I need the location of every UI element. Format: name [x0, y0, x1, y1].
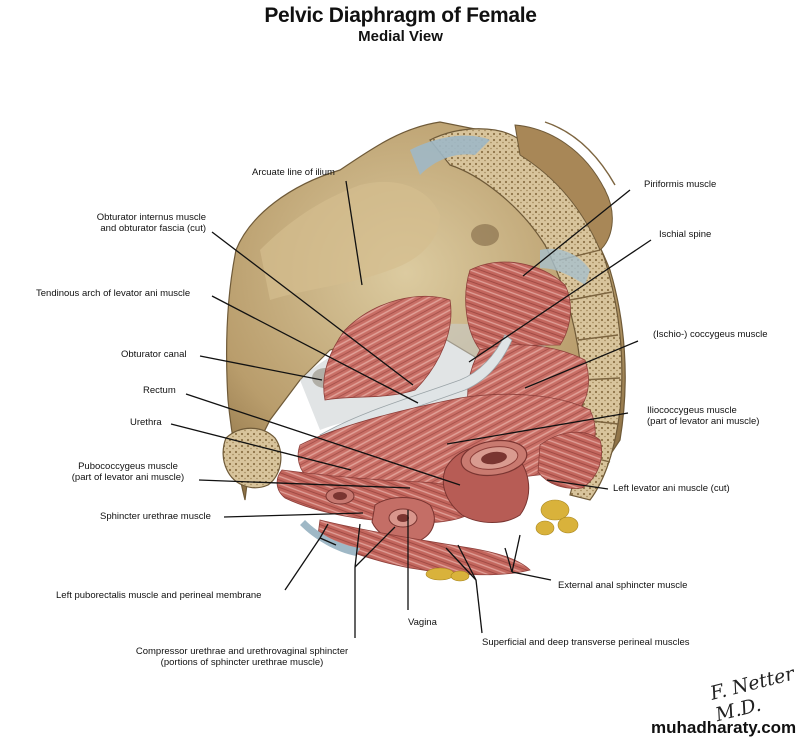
- label-pubococcygeus-line1: Pubococcygeus muscle: [78, 461, 178, 472]
- label-ischio-coccygeus: (Ischio-) coccygeus muscle: [653, 329, 768, 340]
- label-transverse-perineal: Superficial and deep transverse perineal…: [482, 637, 690, 648]
- label-external-anal-sphincter: External anal sphincter muscle: [558, 580, 688, 591]
- piriformis-muscle: [465, 261, 571, 351]
- pubic-bone: [222, 427, 282, 489]
- label-pubococcygeus-line2: (part of levator ani muscle): [71, 472, 185, 483]
- rectum: [442, 439, 530, 523]
- label-obturator-internus-line2: and obturator fascia (cut): [100, 223, 206, 234]
- label-rectum: Rectum: [143, 385, 176, 396]
- label-compressor-line1: Compressor urethrae and urethrovaginal s…: [135, 646, 349, 657]
- label-vagina: Vagina: [408, 617, 437, 628]
- label-iliococcygeus: Iliococcygeus muscle (part of levator an…: [647, 405, 759, 427]
- label-obturator-canal: Obturator canal: [121, 349, 187, 360]
- leader-lines: [170, 180, 652, 638]
- label-compressor-urethrae: Compressor urethrae and urethrovaginal s…: [126, 646, 358, 668]
- urethra-vagina: [325, 487, 435, 544]
- label-urethra: Urethra: [130, 417, 162, 428]
- label-tendinous-arch: Tendinous arch of levator ani muscle: [36, 288, 191, 299]
- obturator-internus-muscle: [323, 295, 452, 401]
- label-pubococcygeus: Pubococcygeus muscle (part of levator an…: [58, 461, 198, 483]
- label-obturator-internus: Obturator internus muscle and obturator …: [40, 212, 206, 234]
- label-arcuate-line: Arcuate line of ilium: [252, 167, 335, 178]
- label-ischial-spine: Ischial spine: [659, 229, 712, 240]
- label-left-levator-ani: Left levator ani muscle (cut): [613, 483, 730, 494]
- label-compressor-line2: (portions of sphincter urethrae muscle): [160, 657, 324, 668]
- label-iliococcygeus-line2: (part of levator ani muscle): [647, 416, 760, 427]
- ischioanal-fat: [425, 499, 579, 582]
- page-title: Pelvic Diaphragm of Female: [264, 4, 537, 27]
- left-levator-ani: [537, 431, 602, 489]
- page-subtitle: Medial View: [358, 28, 443, 45]
- label-sphincter-urethrae: Sphincter urethrae muscle: [100, 511, 211, 522]
- label-puborectalis: Left puborectalis muscle and perineal me…: [56, 590, 262, 601]
- label-iliococcygeus-line1: Iliococcygeus muscle: [647, 405, 737, 416]
- label-obturator-internus-line1: Obturator internus muscle: [96, 212, 206, 223]
- watermark: muhadharaty.com: [651, 718, 797, 737]
- label-piriformis: Piriformis muscle: [644, 179, 717, 190]
